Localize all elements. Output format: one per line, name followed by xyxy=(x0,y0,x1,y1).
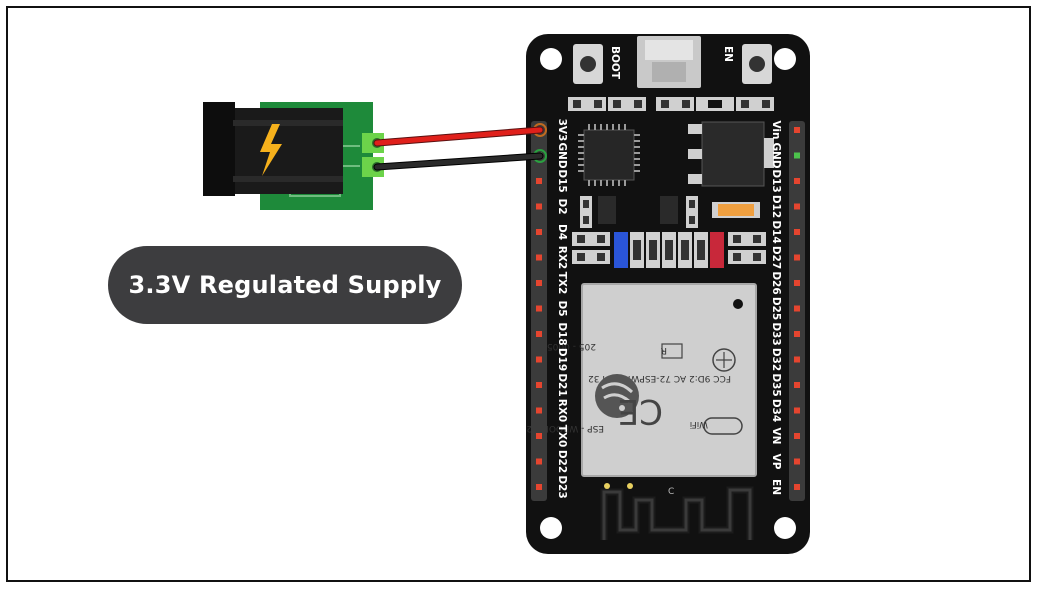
header-pin-right xyxy=(794,331,800,337)
right-header-pins xyxy=(794,127,800,490)
header-pin-left xyxy=(536,331,542,337)
header-pin-right xyxy=(794,407,800,414)
pin-label-left: D5 xyxy=(556,300,568,316)
pin-label-right: D27 xyxy=(770,246,782,269)
header-pin-right xyxy=(794,382,800,388)
pin-label-right: D12 xyxy=(770,195,782,218)
pin-label-right: D34 xyxy=(770,399,782,422)
header-pin-right xyxy=(794,458,800,465)
header-pin-right xyxy=(794,280,800,286)
header-pin-right xyxy=(794,229,800,235)
resistor-array xyxy=(572,232,766,268)
pin-label-left: D18 xyxy=(556,322,568,345)
module-cert-row: R 205 - 000519 xyxy=(535,341,736,372)
header-pin-left xyxy=(536,254,542,261)
header-pin-left xyxy=(536,178,542,184)
header-pin-left xyxy=(536,280,542,286)
espressif-logo-icon xyxy=(595,374,639,418)
pin1-dot xyxy=(733,299,743,309)
header-pin-left xyxy=(536,203,542,210)
pin-label-left: RX0 xyxy=(556,399,568,423)
pcb-antenna: C xyxy=(600,483,754,540)
pin-label-right: VP xyxy=(770,454,782,470)
dc-power-jack xyxy=(203,102,384,210)
module-model-text: ESP - WROOM-32 xyxy=(526,423,604,433)
esp32-board: BOOT EN xyxy=(526,34,810,554)
smd-components-top xyxy=(568,97,774,111)
header-pin-right xyxy=(794,484,800,490)
pin-label-right: D33 xyxy=(770,322,782,345)
pin-label-right: Vin xyxy=(770,120,782,139)
pin-label-left: D15 xyxy=(556,169,568,192)
usb-port xyxy=(637,36,701,88)
header-pin-right xyxy=(794,152,800,159)
pin-label-left: D4 xyxy=(556,224,568,240)
en-label: EN xyxy=(722,46,734,62)
antenna-c-label: C xyxy=(668,487,674,497)
header-pin-left xyxy=(536,382,542,388)
pin-label-right: VN xyxy=(770,428,782,445)
diagram-frame xyxy=(6,6,1031,582)
mount-hole xyxy=(774,48,796,70)
pin-label-right: D32 xyxy=(770,348,782,371)
header-pin-left xyxy=(536,433,542,439)
pin-label-right: D25 xyxy=(770,297,782,320)
header-pin-right xyxy=(794,178,800,184)
ground-wire xyxy=(373,152,544,171)
svg-text:R: R xyxy=(661,345,667,355)
header-pin-left xyxy=(536,407,542,414)
mount-hole xyxy=(774,517,796,539)
mount-hole xyxy=(540,517,562,539)
pin-label-left: 3V3 xyxy=(556,119,568,142)
pin-label-left: D2 xyxy=(556,198,568,214)
pin-label-right: EN xyxy=(770,479,782,495)
pin-label-left: D23 xyxy=(556,475,568,498)
pin-label-left: RX2 xyxy=(556,246,568,270)
header-pin-left xyxy=(536,356,542,363)
supply-label-pill: 3.3V Regulated Supply xyxy=(108,246,462,324)
header-pin-right xyxy=(794,203,800,210)
header-pin-left xyxy=(536,484,542,490)
ce-mark: CE xyxy=(618,391,663,431)
pin-label-left: TX0 xyxy=(556,425,568,448)
header-pin-right xyxy=(794,433,800,439)
esp-wroom-32-module: FCC 9D:2 AC 72-ESPWROOM 32 R 205 - 00051… xyxy=(526,283,757,477)
header-pin-left xyxy=(536,305,542,312)
header-pin-left xyxy=(536,229,542,235)
header-pin-right xyxy=(794,127,800,133)
pin-label-left: D22 xyxy=(556,450,568,473)
pin-label-left: TX2 xyxy=(556,272,568,295)
power-wire xyxy=(373,126,544,147)
header-pin-left xyxy=(536,458,542,465)
lightning-bolt-icon xyxy=(260,124,282,176)
jack-barrel xyxy=(203,102,235,196)
left-pin-labels: 3V3GNDD15D2D4RX2TX2D5D18D19D21RX0TX0D22D… xyxy=(556,119,568,499)
module-fcc-text: FCC 9D:2 AC 72-ESPWROOM 32 xyxy=(588,373,731,383)
pin-label-right: D13 xyxy=(770,169,782,192)
header-pin-right xyxy=(794,305,800,312)
mount-hole xyxy=(540,48,562,70)
module-cert-number: 205 - 000519 xyxy=(535,341,596,351)
pin-label-right: D35 xyxy=(770,373,782,396)
cert-mark-icon xyxy=(712,348,736,372)
pin-label-right: GND xyxy=(770,142,782,168)
usb-uart-chip xyxy=(578,124,640,186)
wifi-logo-icon: WiFi xyxy=(690,417,743,435)
en-button[interactable] xyxy=(742,44,772,84)
smd-components-mid xyxy=(580,196,760,228)
pin-label-left: D19 xyxy=(556,348,568,371)
svg-text:WiFi: WiFi xyxy=(690,419,708,429)
voltage-regulator xyxy=(688,121,774,187)
header-pin-right xyxy=(794,356,800,363)
pin-label-left: D21 xyxy=(556,373,568,396)
header-pin-right xyxy=(794,254,800,261)
boot-button[interactable] xyxy=(573,44,603,84)
boot-label: BOOT xyxy=(609,46,621,80)
pin-label-left: GND xyxy=(556,142,568,168)
pin-label-right: D14 xyxy=(770,220,782,243)
pin-label-right: D26 xyxy=(770,271,782,294)
